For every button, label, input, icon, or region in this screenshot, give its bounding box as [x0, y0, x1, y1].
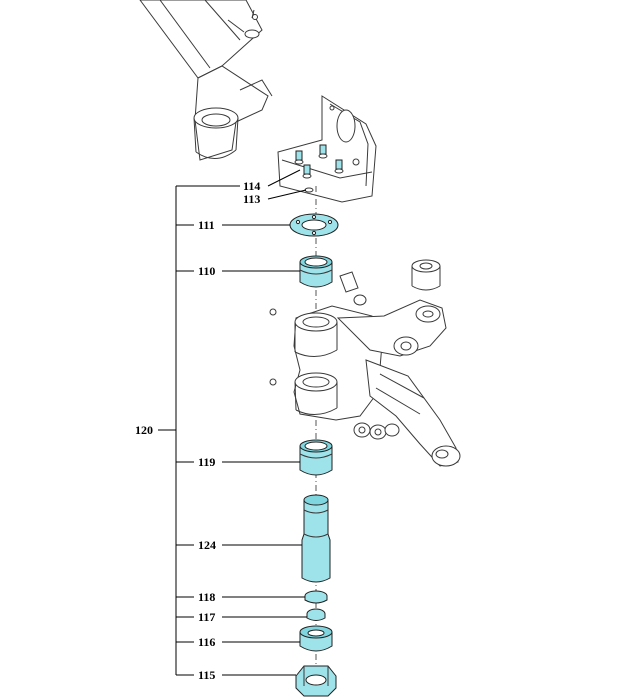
label-114: 114	[243, 179, 260, 193]
part-110-bushing	[299, 255, 333, 288]
label-124: 124	[198, 538, 216, 552]
part-115-nut	[295, 665, 337, 697]
label-115: 115	[198, 668, 215, 682]
part-124-king-pin	[301, 494, 331, 583]
bushing	[411, 259, 441, 291]
label-110: 110	[198, 264, 215, 278]
part-118-washer	[304, 590, 328, 604]
label-116: 116	[198, 635, 215, 649]
leader-lines	[158, 169, 307, 676]
label-120: 120	[135, 423, 153, 437]
bracket-plate	[277, 95, 377, 203]
label-118: 118	[198, 590, 215, 604]
part-116-cap	[299, 625, 333, 652]
label-119: 119	[198, 455, 215, 469]
part-117-disc	[306, 608, 326, 621]
part-111-gasket	[289, 213, 339, 237]
steering-knuckle	[269, 271, 461, 467]
part-119-bushing	[299, 439, 333, 476]
axle-beam	[139, 0, 273, 161]
label-111: 111	[198, 218, 215, 232]
label-117: 117	[198, 610, 215, 624]
bracket-bolts	[294, 144, 344, 193]
label-113: 113	[243, 192, 260, 206]
